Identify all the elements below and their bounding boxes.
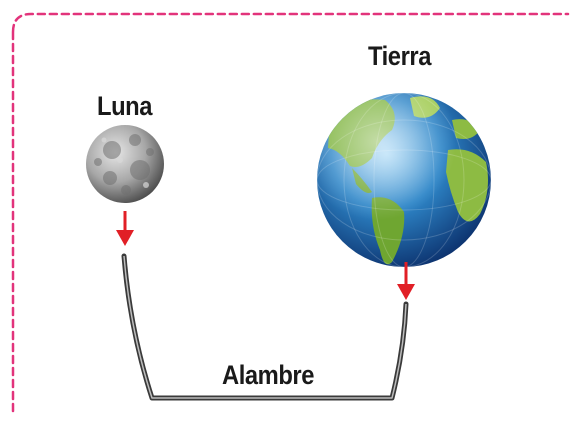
moon-label: Luna — [97, 91, 152, 121]
wire-label: Alambre — [222, 360, 315, 390]
moon-icon — [86, 125, 164, 203]
down-arrow-icon — [397, 262, 415, 300]
down-arrow-icon — [116, 211, 134, 246]
wire — [121, 253, 409, 401]
earth-label: Tierra — [368, 41, 431, 71]
earth-globe-icon — [317, 93, 491, 267]
dashed-frame — [11, 12, 570, 414]
